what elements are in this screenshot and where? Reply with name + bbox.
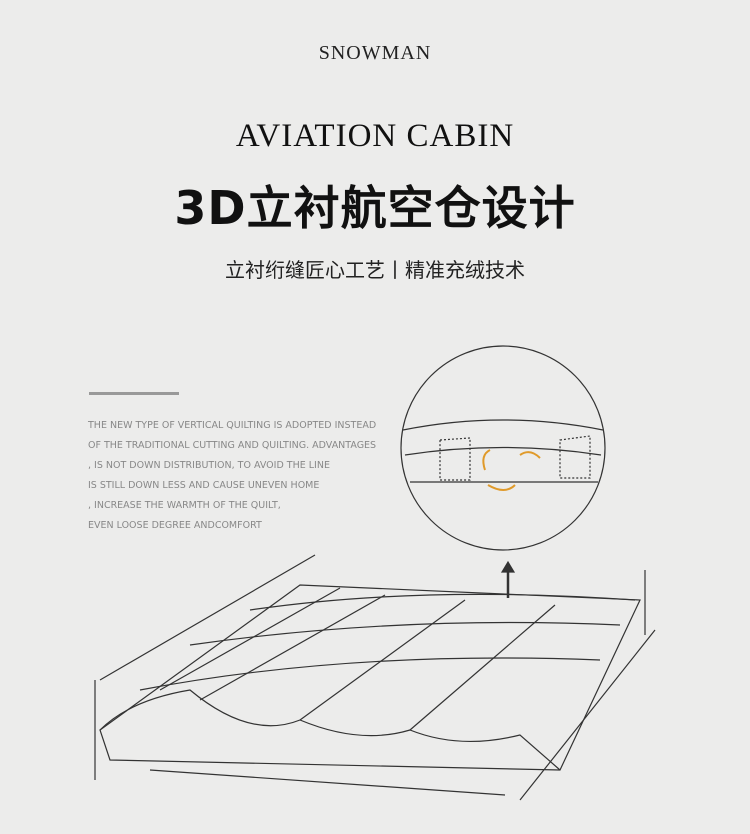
description-line: EVEN LOOSE DEGREE ANDCOMFORT — [88, 520, 262, 531]
description-line: THE NEW TYPE OF VERTICAL QUILTING IS ADO… — [88, 420, 377, 431]
detail-magnifier — [400, 345, 606, 551]
chinese-title: 3D立衬航空仓设计 — [174, 181, 576, 235]
description-text: THE NEW TYPE OF VERTICAL QUILTING IS ADO… — [88, 416, 376, 536]
description-line: , IS NOT DOWN DISTRIBUTION, TO AVOID THE… — [88, 460, 330, 471]
brand-name: SNOWMAN — [318, 42, 432, 64]
description-line: , INCREASE THE WARMTH OF THE QUILT, — [88, 500, 281, 511]
subtitle: 立衬绗缝匠心工艺丨精准充绒技术 — [225, 258, 525, 282]
description-line: IS STILL DOWN LESS AND CAUSE UNEVEN HOME — [88, 480, 320, 491]
description-line: OF THE TRADITIONAL CUTTING AND QUILTING.… — [88, 440, 377, 451]
divider — [89, 392, 179, 395]
quilt-drawing — [94, 554, 656, 801]
english-title: AVIATION CABIN — [235, 118, 515, 154]
